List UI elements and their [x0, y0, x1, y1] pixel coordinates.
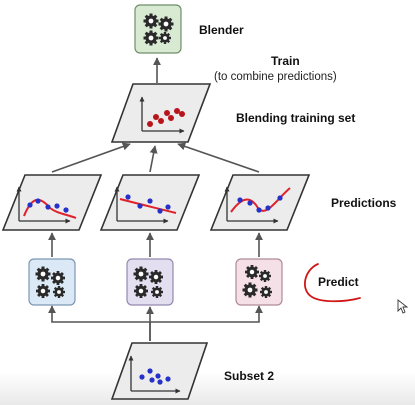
connectors	[48, 57, 263, 341]
predictions-label: Predictions	[331, 196, 397, 210]
train-sublabel: (to combine predictions)	[214, 71, 337, 83]
prediction-plot-1	[1, 174, 103, 231]
subset-label: Subset 2	[224, 369, 274, 383]
blending-set-plot	[110, 83, 212, 143]
arrow-plot-3-to-blending	[177, 142, 260, 173]
bottom-shadow	[0, 372, 415, 405]
blending-set-label: Blending training set	[236, 111, 355, 125]
blender-label: Blender	[199, 23, 244, 37]
arrow-plot-2-to-blending	[149, 145, 158, 173]
predict-annotation-mark	[304, 263, 361, 303]
arrow-plot-1-to-blending	[51, 142, 131, 173]
predictor-2	[126, 258, 174, 306]
arrow-subset-to-predictor-2	[48, 305, 150, 323]
predictor-1	[28, 258, 76, 306]
blending-points	[147, 108, 185, 127]
arrow-subset-to-predictor-4	[150, 305, 263, 323]
mouse-pointer-icon	[397, 299, 409, 314]
blender-box	[134, 4, 182, 54]
subset-plot	[110, 342, 209, 400]
predict-label: Predict	[318, 275, 359, 289]
prediction-plot-2	[99, 174, 201, 231]
prediction-plot-3	[209, 174, 311, 231]
train-label: Train	[271, 54, 300, 68]
predictor-3	[235, 258, 283, 306]
